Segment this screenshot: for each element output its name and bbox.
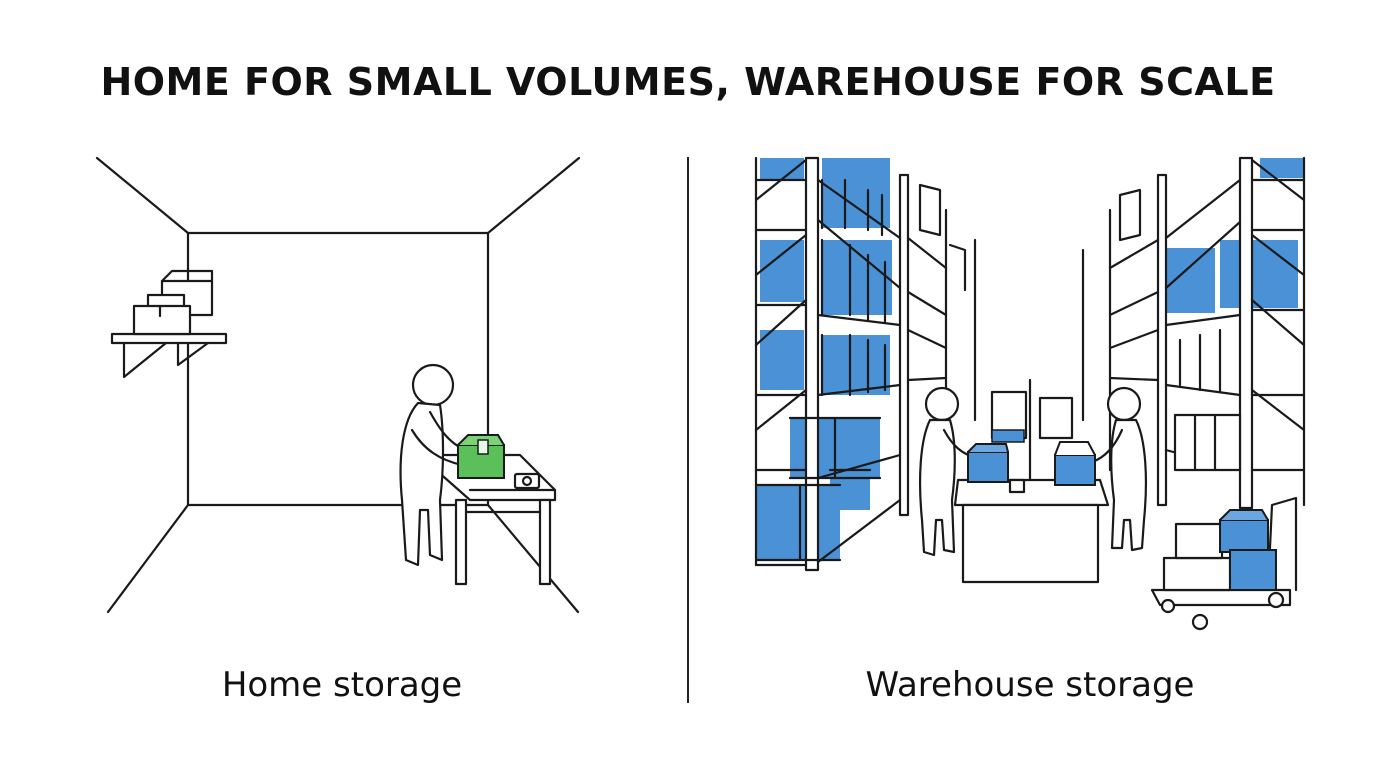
home-worker-figure [399,363,472,567]
home-package-box [457,434,505,479]
packing-station [953,378,1110,584]
hand-trolley [1150,496,1298,631]
panel-divider [687,157,689,703]
warehouse-storage-label: Warehouse storage [865,665,1195,705]
warehouse-package-boxes [967,429,1096,486]
tape-dispenser [513,472,541,490]
warehouse-worker-left [919,386,980,557]
right-rack [1081,156,1306,510]
home-storage-illustration [95,156,581,614]
warehouse-worker-right [1090,386,1147,552]
room-walls [95,156,581,614]
page-title: HOME FOR SMALL VOLUMES, WAREHOUSE FOR SC… [100,60,1276,104]
wall-shelf [110,269,228,379]
home-storage-label: Home storage [221,665,463,705]
shelf-boxes [132,269,214,336]
warehouse-storage-illustration [754,156,1306,631]
left-rack [754,156,977,572]
